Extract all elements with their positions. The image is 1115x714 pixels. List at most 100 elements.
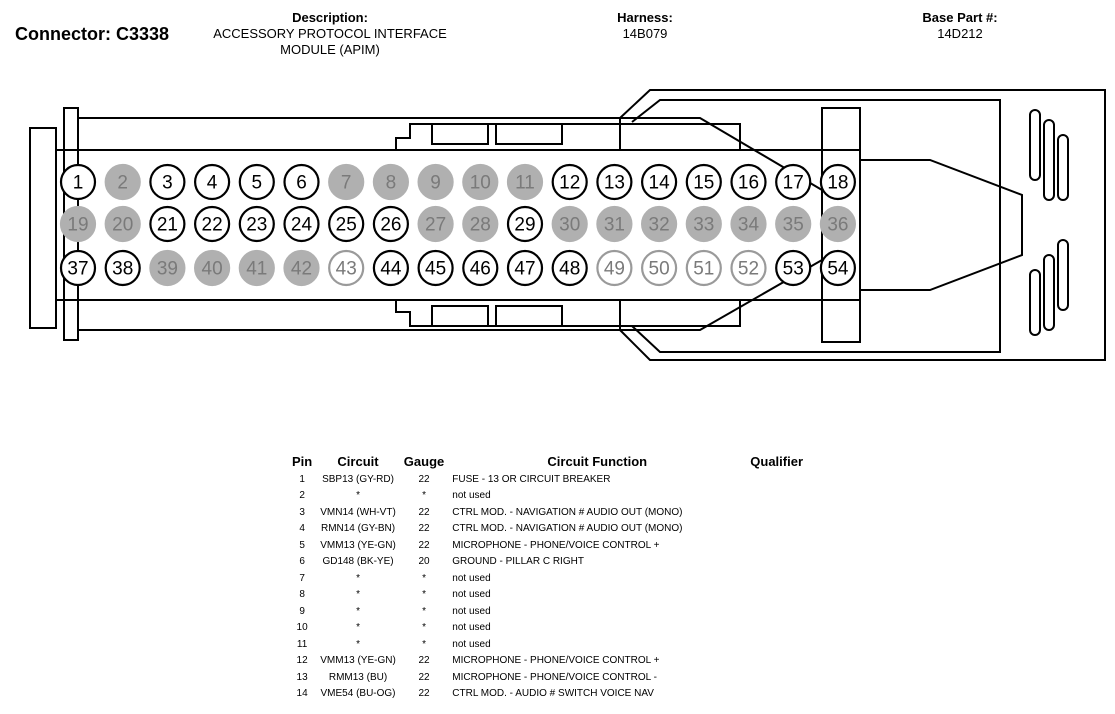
pin-cell: 6 [299, 556, 305, 568]
pin-38: 38 [104, 249, 141, 287]
pin-6: 6 [283, 163, 320, 201]
pin-table: Pin Circuit Gauge Circuit Function Quali… [288, 451, 864, 702]
left-latch [29, 127, 57, 329]
pin-17: 17 [775, 163, 812, 201]
pin-circle [551, 249, 588, 287]
pin-23: 23 [238, 205, 275, 243]
qualifier-cell [746, 521, 864, 538]
pin-label: 43 [336, 259, 357, 280]
outer-shroud [619, 89, 1106, 361]
qualifier-cell [746, 554, 864, 571]
pin-label: 15 [693, 173, 714, 194]
gauge-cell: 22 [418, 688, 430, 700]
pin-circle [59, 249, 97, 287]
pin-cell: 8 [299, 589, 305, 601]
pin-26: 26 [372, 205, 409, 243]
pin-circle [238, 249, 275, 287]
pin-label: 25 [336, 215, 357, 236]
pin-53: 53 [775, 249, 812, 287]
pin-circle [596, 205, 633, 243]
pin-44: 44 [372, 249, 409, 287]
pin-label: 49 [604, 259, 625, 280]
pin-circle [685, 205, 722, 243]
function-cell: FUSE - 13 OR CIRCUIT BREAKER [452, 473, 611, 485]
pin-label: 28 [470, 215, 491, 236]
function-cell: not used [452, 572, 491, 584]
pin-35: 35 [775, 205, 812, 243]
pin-circle [417, 205, 454, 243]
pin-14: 14 [640, 163, 678, 201]
pin-circle [59, 205, 97, 243]
pin-cell: 11 [296, 638, 308, 650]
rib-2 [1043, 119, 1055, 201]
pin-8: 8 [372, 163, 409, 201]
pin-cell: 5 [299, 539, 305, 551]
qualifier-cell [746, 471, 864, 488]
rib-1 [1029, 109, 1041, 181]
pin-label: 53 [783, 259, 804, 280]
circuit-cell: * [356, 638, 360, 650]
pin-label: 48 [559, 259, 580, 280]
pin-50: 50 [640, 249, 678, 287]
circuit-cell: * [356, 490, 360, 502]
function-cell: CTRL MOD. - AUDIO # SWITCH VOICE NAV [452, 688, 654, 700]
pin-49: 49 [596, 249, 633, 287]
pin-label: 21 [157, 215, 178, 236]
pin-circle [819, 249, 857, 287]
pin-30: 30 [551, 205, 588, 243]
pin-circle [328, 249, 365, 287]
pin-37: 37 [59, 249, 97, 287]
pin-label: 45 [425, 259, 446, 280]
pin-18: 18 [819, 163, 857, 201]
pin-label: 37 [67, 259, 88, 280]
harness-value: 14B079 [622, 26, 668, 41]
circuit-cell: VME54 (BU-OG) [320, 688, 396, 700]
pin-circle [596, 249, 633, 287]
pin-circle [372, 249, 409, 287]
pin-label: 41 [246, 259, 267, 280]
description-line-2: MODULE (APIM) [280, 42, 380, 57]
top-ramp [620, 117, 823, 191]
pin-label: 26 [380, 215, 401, 236]
qualifier-cell [746, 669, 864, 686]
gauge-cell: * [422, 622, 426, 634]
pin-circle [685, 249, 722, 287]
pin-54: 54 [819, 249, 857, 287]
header-circuit-function: Circuit Function [547, 453, 648, 469]
pin-circle [372, 205, 409, 243]
pin-label: 51 [693, 259, 714, 280]
pin-circle [283, 249, 320, 287]
base-part-label: Base Part #: [922, 10, 998, 25]
pin-3: 3 [149, 163, 186, 201]
pin-cell: 7 [299, 572, 305, 584]
pin-cell: 14 [296, 688, 308, 700]
qualifier-cell [746, 603, 864, 620]
pin-label: 20 [112, 215, 133, 236]
pin-circle [775, 163, 812, 201]
pin-circle [104, 163, 141, 201]
nose [860, 159, 1023, 291]
pin-4: 4 [194, 163, 231, 201]
pin-label: 13 [604, 173, 625, 194]
pin-circle [372, 163, 409, 201]
pin-circle [328, 163, 365, 201]
pin-circle [194, 249, 231, 287]
pin-circle [104, 205, 141, 243]
pin-43: 43 [328, 249, 365, 287]
function-cell: not used [452, 589, 491, 601]
header-gauge: Gauge [403, 453, 445, 469]
pin-label: 5 [252, 173, 263, 194]
gauge-cell: * [422, 490, 426, 502]
pin-28: 28 [462, 205, 499, 243]
circuit-cell: VMM13 (YE-GN) [320, 655, 396, 667]
pin-circle [462, 205, 499, 243]
circuit-cell: GD148 (BK-YE) [322, 556, 394, 568]
function-cell: not used [452, 605, 491, 617]
pin-label: 31 [604, 215, 625, 236]
pin-circle [417, 163, 454, 201]
pin-16: 16 [730, 163, 767, 201]
